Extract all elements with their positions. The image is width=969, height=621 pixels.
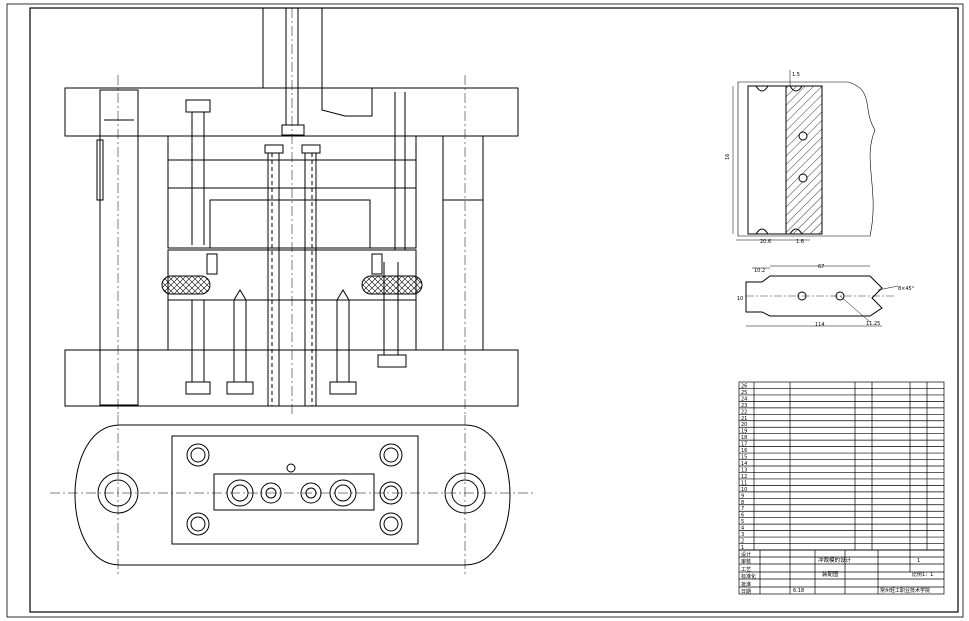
parts-list-row-number: 9: [741, 493, 744, 499]
title-block-row-label: 批准: [741, 581, 751, 588]
parts-list-row-number: 24: [741, 396, 747, 402]
title-block-row-label: 标准化: [741, 573, 756, 580]
parts-list-row-number: 12: [741, 474, 747, 480]
parts-list-row-number: 17: [741, 442, 747, 448]
title-block-drawing-name: 装配图: [822, 570, 839, 578]
parts-list-row-number: 1: [741, 545, 744, 551]
title-block-row-label: 审核: [741, 558, 751, 565]
parts-list-row-number: 13: [741, 467, 747, 473]
front-section-view: [64, 7, 519, 415]
parts-list-row-number: 11: [741, 480, 747, 486]
parts-list-row-number: 3: [741, 532, 744, 538]
parts-list-row-number: 25: [741, 390, 747, 396]
drawing-frame: [6, 3, 964, 618]
parts-list-row-number: 5: [741, 519, 744, 525]
parts-list-table: 2625242322212019181716151413121110987654…: [738, 381, 945, 551]
plan-dim-top-left: 10.2: [754, 268, 765, 274]
title-block-row-label: 日期: [741, 589, 751, 595]
parts-list-row-number: 15: [741, 455, 747, 461]
plan-dim-diagonal: 11.25: [866, 321, 880, 327]
profile-dim-bottom-left: 20.6: [760, 239, 771, 245]
parts-list-row-number: 22: [741, 409, 747, 415]
parts-list-row-number: 23: [741, 403, 747, 409]
plan-view: [50, 415, 535, 575]
title-block-scale: 比例1：1: [912, 571, 933, 578]
parts-list-row-number: 8: [741, 500, 744, 506]
parts-list-row-number: 7: [741, 506, 744, 512]
profile-dim-bottom-right: 1.6: [796, 239, 804, 245]
title-block-row-label: 设计: [741, 551, 751, 558]
profile-dim-height: 16: [725, 154, 731, 160]
parts-list-row-number: 6: [741, 513, 744, 519]
parts-list-row-number: 21: [741, 416, 747, 422]
profile-dim-top: 1.5: [792, 72, 800, 78]
title-block-title: 冲裁模的设计: [818, 556, 852, 564]
parts-list-row-number: 20: [741, 422, 747, 428]
parts-list-row-number: 16: [741, 448, 747, 454]
part-profile-view: 1.5 16 20.6 1.6: [725, 70, 876, 245]
parts-list-row-number: 14: [741, 461, 747, 467]
title-block-date: 6.18: [793, 588, 804, 594]
parts-list-row-number: 26: [741, 383, 747, 389]
title-block-quantity: 1: [917, 558, 920, 564]
title-block-row-label: 工艺: [741, 567, 751, 573]
plan-dim-bottom: 114: [815, 322, 825, 328]
title-block: 冲裁模的设计 装配图 比例1：1 1 常州轻工职业技术学院 6.18 设计审核工…: [738, 549, 945, 595]
parts-list-row-number: 2: [741, 539, 744, 545]
parts-list-row-number: 19: [741, 429, 747, 435]
parts-list-row-number: 10: [741, 487, 747, 493]
plan-dim-left-side: 10: [737, 296, 743, 302]
plan-dim-top-mid: 67: [818, 264, 824, 270]
title-block-org: 常州轻工职业技术学院: [880, 587, 930, 594]
parts-list-row-number: 18: [741, 435, 747, 441]
parts-list-row-number: 4: [741, 526, 744, 532]
plan-dim-right-note: 8×45°: [898, 286, 915, 292]
part-plan-view: 10.2 67 10 114 11.25 8×45°: [737, 264, 915, 328]
